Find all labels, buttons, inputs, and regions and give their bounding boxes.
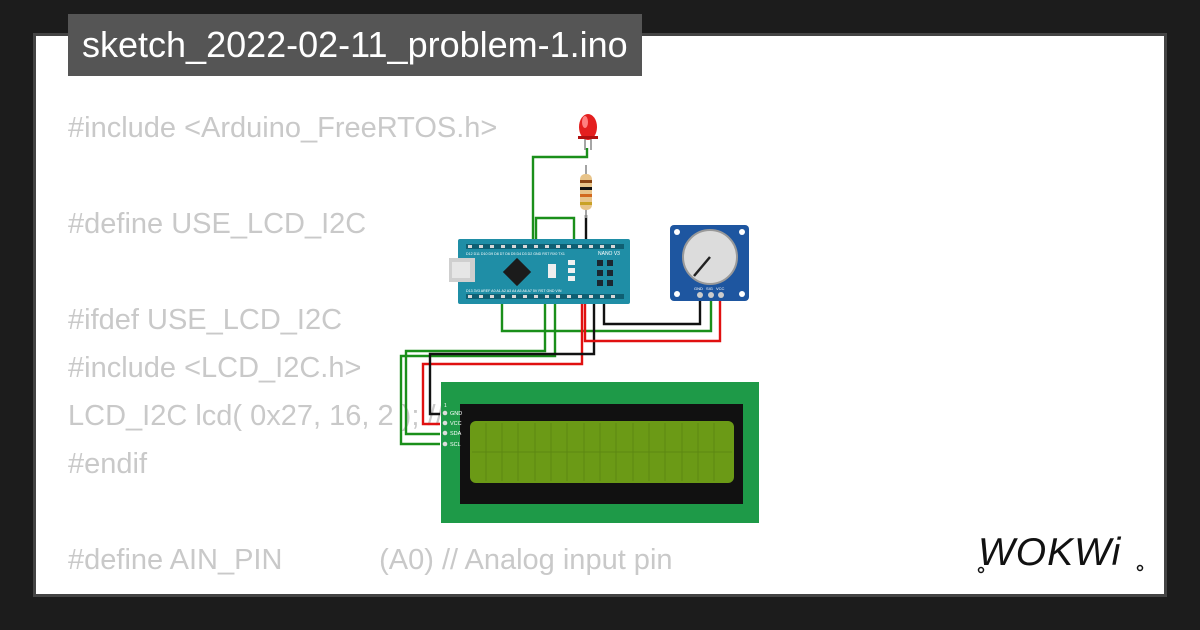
lcd-pin-vcc: VCC xyxy=(450,421,462,427)
lcd-pin-scl: SCL xyxy=(450,442,461,448)
resistor[interactable] xyxy=(580,165,592,218)
reset-button[interactable] xyxy=(548,264,556,278)
wire-pot-vcc xyxy=(583,296,722,343)
code-line: #define AIN_PIN (A0) // Analog input pin xyxy=(68,544,673,576)
lcd-pin-sda: SDA xyxy=(450,431,462,437)
code-line: #ifdef USE_LCD_I2C xyxy=(68,304,343,336)
file-title: sketch_2022-02-11_problem-1.ino xyxy=(68,14,642,76)
wire-pot-gnd xyxy=(602,296,702,326)
wire-led-gnd xyxy=(531,148,589,241)
lcd1602-i2c[interactable]: 1 GND VCC SDA SCL xyxy=(441,382,759,523)
pot-pin-vcc: VCC xyxy=(716,286,725,291)
header-pins xyxy=(468,245,615,298)
pot-pin-sig: SIG xyxy=(706,286,713,291)
wire-lcd-gnd xyxy=(428,303,596,416)
wire-lcd-sda xyxy=(404,303,547,436)
wire-lcd-scl xyxy=(399,303,557,446)
board-chip-label: NANO V3 xyxy=(598,251,620,257)
red-led[interactable] xyxy=(578,114,598,150)
potentiometer[interactable]: GND SIG VCC xyxy=(670,225,749,301)
code-line: #define USE_LCD_I2C xyxy=(68,208,367,240)
code-line: #endif xyxy=(68,448,148,480)
arduino-nano[interactable]: NANO V3 D12 D11 D10 D9 D8 D7 D6 D5 D4 D3… xyxy=(449,239,630,304)
code-line: #include <Arduino_FreeRTOS.h> xyxy=(68,112,498,144)
logo-text: WOKWi xyxy=(978,531,1122,574)
mcu-chip xyxy=(502,257,532,287)
code-line: #include <LCD_I2C.h> xyxy=(68,352,362,384)
code-line: #define PWM_OUT_PIN (6) // PWM output pi… xyxy=(68,584,730,594)
lcd-pin-gnd: GND xyxy=(450,411,462,417)
code-background: #include <Arduino_FreeRTOS.h> #define USE… xyxy=(68,104,730,594)
wire-pot-sig xyxy=(500,296,713,333)
bottom-pin-labels: D13 3V3 AREF A0 A1 A2 A3 A4 A5 A6 A7 5V … xyxy=(466,289,562,293)
wire-lcd-vcc xyxy=(421,303,584,426)
wokwi-logo: WOKWi xyxy=(977,531,1144,574)
top-pin-labels: D12 D11 D10 D9 D8 D7 D6 D5 D4 D3 D2 GND … xyxy=(466,252,565,256)
pot-pin-gnd: GND xyxy=(694,286,703,291)
lcd-pin-header: 1 xyxy=(444,403,447,409)
